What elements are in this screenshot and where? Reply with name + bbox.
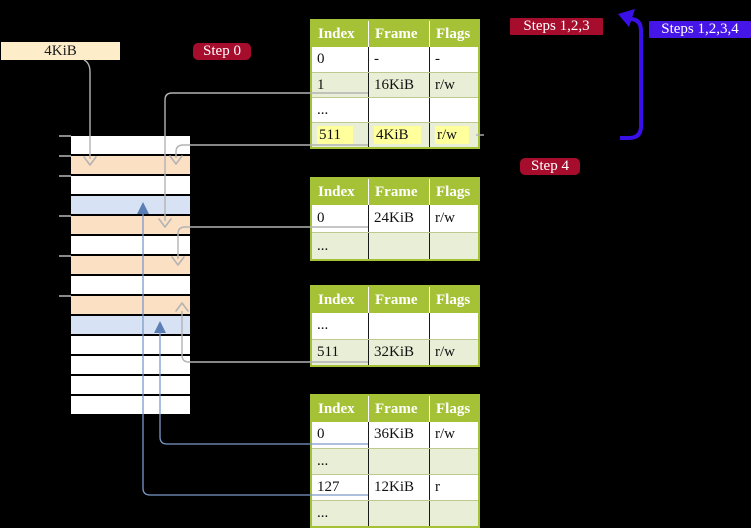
table-cell: 36KiB (368, 422, 429, 448)
page-table-level-3: Index Frame Flags 0 24KiB r/w ... (310, 177, 480, 261)
frame-size-label: 4KiB (1, 42, 120, 60)
table-cell (368, 233, 429, 259)
page-table-level-1: Index Frame Flags 0 36KiB r/w ... 127 12… (310, 394, 480, 528)
table-row: 127 12KiB r (312, 474, 478, 500)
table-cell: r/w (429, 422, 478, 448)
table-row: 511 32KiB r/w (312, 339, 478, 365)
memory-frame-row (71, 256, 190, 274)
table-cell: r (429, 475, 478, 500)
table-row: ... (312, 232, 478, 259)
table-header-cell: Index (318, 184, 355, 200)
table-cell: 16KiB (368, 73, 429, 97)
table-cell: r/w (429, 73, 478, 97)
table-header-cell: Frame (368, 21, 429, 47)
table-cell: ... (317, 238, 329, 254)
table-cell: r/w (429, 123, 478, 147)
memory-frame-row (71, 376, 190, 394)
table-cell (368, 313, 429, 339)
tick-mark (59, 135, 71, 137)
page-table-level-4: Index Frame Flags 0 - - 1 16KiB r/w ... … (310, 19, 480, 149)
memory-frame-row (71, 156, 190, 174)
table-header-cell: Frame (368, 179, 429, 205)
table-cell: - (429, 47, 478, 72)
memory-frame-row (71, 336, 190, 354)
table-row: ... (312, 448, 478, 474)
table-header-cell: Frame (368, 396, 429, 422)
table-cell: 0 (317, 51, 325, 67)
table-cell (429, 501, 478, 526)
table-header-cell: Index (318, 26, 355, 42)
step-0-badge: Step 0 (193, 43, 251, 60)
memory-frame-row (71, 236, 190, 254)
table-cell: ... (317, 453, 329, 469)
table-row: ... (312, 97, 478, 122)
table-cell: r/w (429, 340, 478, 365)
memory-frame-row (71, 196, 190, 214)
table-header-cell: Flags (429, 179, 478, 205)
loop-arrow-steps (618, 9, 643, 140)
memory-frame-row (71, 136, 190, 154)
table-cell: r/w (429, 205, 478, 232)
table-header-cell: Index (318, 292, 355, 308)
table-cell: - (368, 47, 429, 72)
table-row: ... (312, 313, 478, 339)
table-cell (429, 233, 478, 259)
table-cell: 511 (312, 123, 368, 147)
highlight: 4KiB (374, 126, 421, 144)
table-cell: 12KiB (368, 475, 429, 500)
table-header-cell: Frame (368, 287, 429, 313)
table-cell: 511 (317, 344, 339, 360)
memory-frame-row (71, 216, 190, 234)
highlight: 511 (317, 126, 353, 144)
step-4-badge: Step 4 (520, 158, 580, 175)
table-cell (368, 449, 429, 474)
table-header-cell: Index (318, 401, 355, 417)
tick-mark (59, 255, 71, 257)
table-cell: 24KiB (368, 205, 429, 232)
table-cell (429, 449, 478, 474)
table-cell: 1 (317, 77, 325, 93)
steps-1234-badge: Steps 1,2,3,4 (649, 21, 751, 38)
table-header-row: Index Frame Flags (312, 396, 478, 422)
table-cell: 0 (317, 210, 325, 226)
tick-mark (59, 155, 71, 157)
table-header-row: Index Frame Flags (312, 287, 478, 313)
table-cell: 0 (317, 426, 325, 442)
tick-mark (59, 295, 71, 297)
memory-frame-row (71, 176, 190, 194)
table-cell: ... (317, 317, 329, 333)
table-header-cell: Flags (429, 287, 478, 313)
tick-mark (59, 175, 71, 177)
tick-mark (59, 215, 71, 217)
table-cell: 4KiB (368, 123, 429, 147)
table-cell (368, 98, 429, 122)
table-header-cell: Flags (429, 396, 478, 422)
memory-frame-row (71, 356, 190, 374)
table-cell: ... (317, 102, 329, 118)
table-row: 0 24KiB r/w (312, 205, 478, 232)
memory-frame-row (71, 276, 190, 294)
physical-memory-column (71, 136, 190, 416)
table-cell (429, 313, 478, 339)
table-header-cell: Flags (429, 21, 478, 47)
memory-frame-row (71, 396, 190, 414)
table-cell: 127 (317, 479, 340, 495)
table-row: ... (312, 500, 478, 526)
table-row-highlighted: 511 4KiB r/w (312, 122, 478, 147)
table-cell (429, 98, 478, 122)
table-cell: ... (317, 505, 329, 521)
table-row: 0 - - (312, 47, 478, 72)
table-cell: 32KiB (368, 340, 429, 365)
page-table-level-2: Index Frame Flags ... 511 32KiB r/w (310, 285, 480, 367)
table-row: 1 16KiB r/w (312, 72, 478, 97)
table-header-row: Index Frame Flags (312, 21, 478, 47)
table-header-row: Index Frame Flags (312, 179, 478, 205)
memory-frame-row (71, 316, 190, 334)
table-row: 0 36KiB r/w (312, 422, 478, 448)
table-cell (368, 501, 429, 526)
memory-frame-row (71, 296, 190, 314)
steps-123-badge: Steps 1,2,3 (510, 18, 603, 35)
highlight: r/w (435, 126, 469, 144)
